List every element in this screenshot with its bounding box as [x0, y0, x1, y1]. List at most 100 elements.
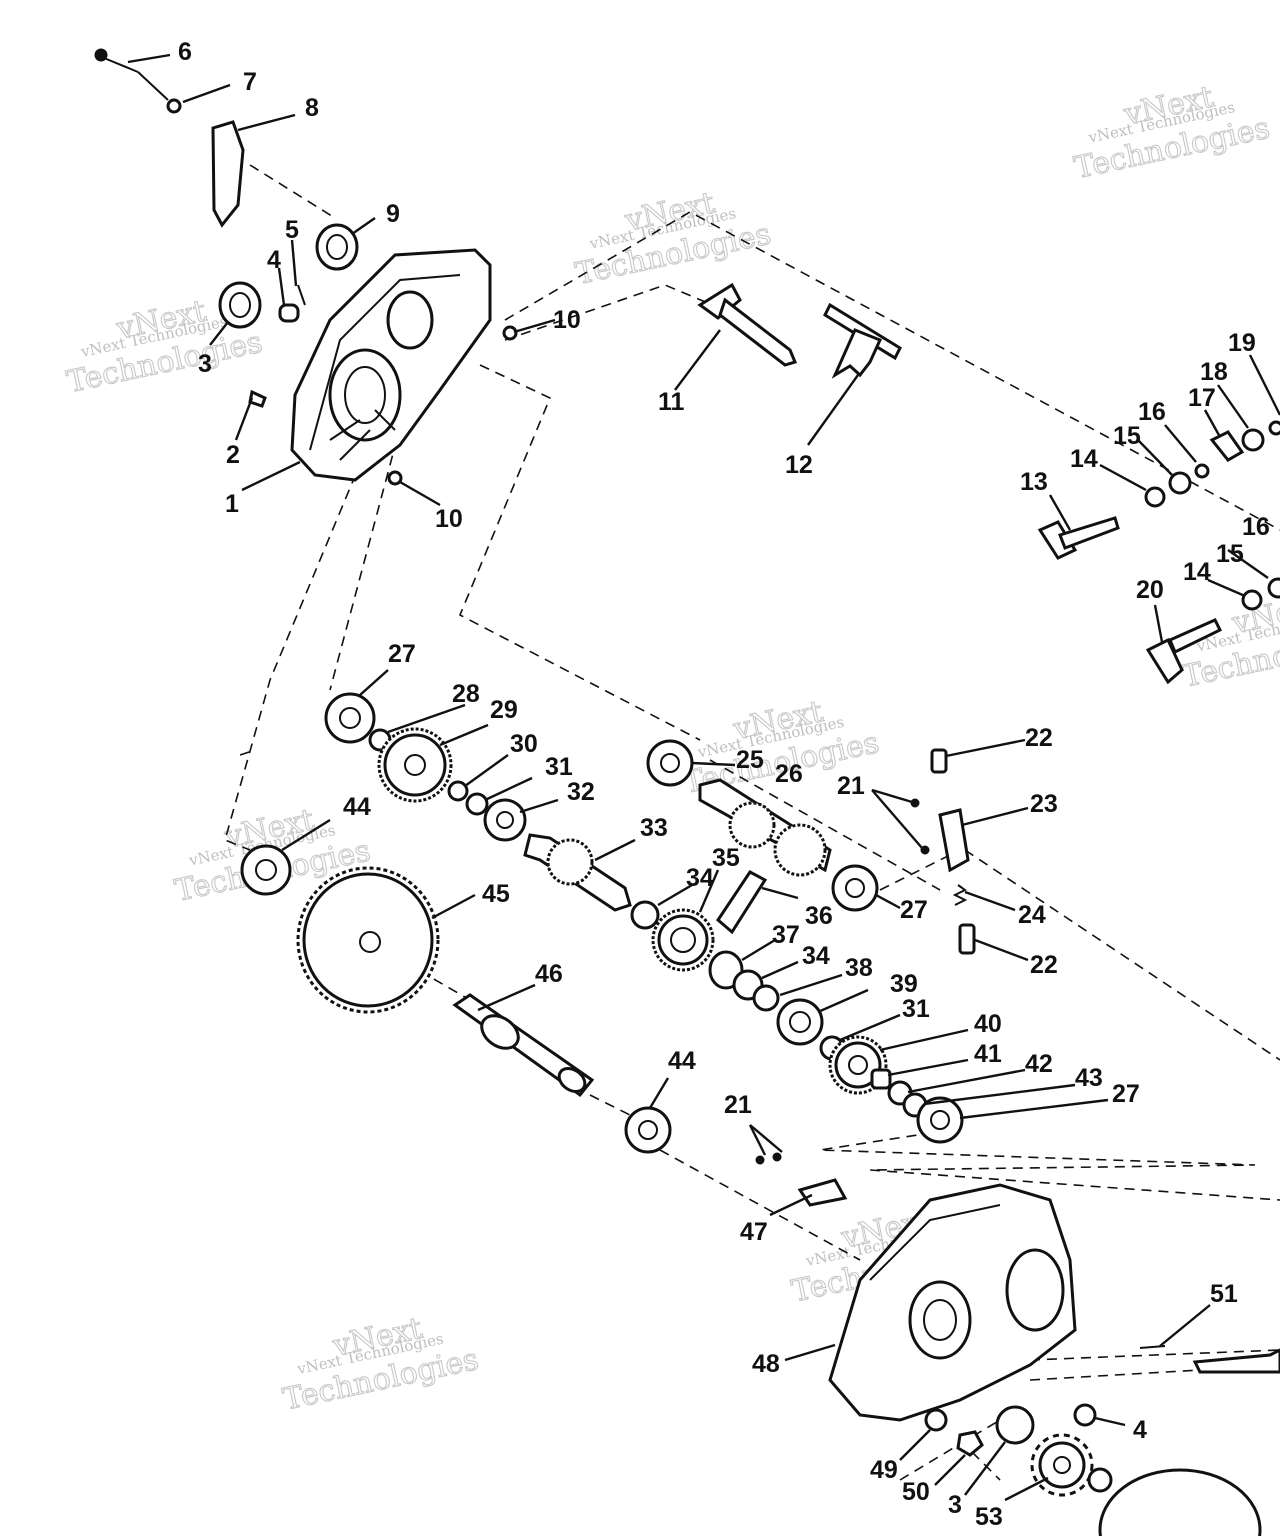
- ring-38: [752, 984, 780, 1012]
- callout-29: 29: [490, 696, 518, 724]
- washer-49: [924, 1408, 948, 1432]
- callout-19: 19: [1228, 329, 1256, 357]
- ring-30: [447, 780, 469, 802]
- callout-25: 25: [736, 746, 764, 774]
- callout-20: 20: [1136, 576, 1164, 604]
- watermark: vNext Technologies vNext Technologies: [1071, 79, 1274, 187]
- callout-27: 27: [1112, 1080, 1140, 1108]
- shaft-33: [523, 833, 632, 912]
- watermark: vNext Technologies vNext Technologies: [280, 1310, 483, 1418]
- needle-41: [870, 1068, 892, 1090]
- detent-plate-23: [938, 808, 970, 873]
- callout-18: 18: [1200, 358, 1228, 386]
- callout-47: 47: [740, 1218, 768, 1246]
- washer-7: [166, 98, 182, 114]
- bearing-27b: [831, 864, 879, 912]
- callout-34: 34: [686, 864, 714, 892]
- callout-15: 15: [1113, 422, 1141, 450]
- pin-21b: [920, 845, 930, 855]
- callout-10: 10: [435, 505, 463, 533]
- callout-21: 21: [837, 772, 865, 800]
- detent-22b: [958, 923, 976, 955]
- callout-51: 51: [1210, 1280, 1238, 1308]
- bearing-44a: [240, 844, 292, 896]
- washer-18: [1241, 428, 1265, 452]
- cluster-gear-26: [698, 778, 832, 877]
- clip-ring: [1087, 1467, 1113, 1493]
- ring-34a: [630, 900, 660, 930]
- bearing-27a: [324, 692, 376, 744]
- callout-28: 28: [452, 680, 480, 708]
- pin-21c: [755, 1155, 765, 1165]
- callout-22: 22: [1025, 724, 1053, 752]
- pin-21a: [910, 798, 920, 808]
- callout-16: 16: [1242, 513, 1270, 541]
- parts: [94, 48, 1280, 1536]
- callout-4: 4: [267, 246, 281, 274]
- callout-23: 23: [1030, 790, 1058, 818]
- gear-35: [651, 908, 715, 972]
- callout-40: 40: [974, 1010, 1002, 1038]
- callout-10: 10: [553, 306, 581, 334]
- callout-35: 35: [712, 844, 740, 872]
- callout-46: 46: [535, 960, 563, 988]
- callout-13: 13: [1020, 468, 1048, 496]
- watermark: vNext Technologies vNext Technologies: [572, 185, 775, 293]
- bracket-8: [211, 120, 245, 228]
- callout-45: 45: [482, 880, 510, 908]
- callout-49: 49: [870, 1456, 898, 1484]
- callout-15: 15: [1216, 540, 1244, 568]
- bearing-27c: [916, 1096, 964, 1144]
- needle-bearing-36: [716, 870, 768, 935]
- callout-50: 50: [902, 1478, 930, 1506]
- callout-9: 9: [386, 200, 400, 228]
- washer-19: [1268, 420, 1280, 436]
- lever-47: [797, 1178, 848, 1207]
- callout-30: 30: [510, 730, 538, 758]
- callout-43: 43: [1075, 1064, 1103, 1092]
- bearing-25: [646, 739, 694, 787]
- callout-27: 27: [388, 640, 416, 668]
- callout-39: 39: [890, 970, 918, 998]
- callout-33: 33: [640, 814, 668, 842]
- washer-14b: [1241, 589, 1263, 611]
- output-shaft-46: [452, 993, 595, 1098]
- nut-50: [956, 1430, 984, 1457]
- bolt-6: [94, 48, 169, 101]
- shift-fork-11: [697, 282, 798, 367]
- case-half-1: [290, 248, 492, 482]
- callout-44: 44: [343, 793, 371, 821]
- callout-3: 3: [198, 350, 212, 378]
- callout-31: 31: [545, 753, 573, 781]
- seal-3: [218, 281, 262, 329]
- pin-21d: [772, 1152, 782, 1162]
- callout-27: 27: [900, 896, 928, 924]
- bearing-44b: [624, 1106, 672, 1154]
- callout-53: 53: [975, 1503, 1003, 1531]
- callout-12: 12: [785, 451, 813, 479]
- callout-7: 7: [243, 68, 257, 96]
- shift-shaft-20: [1145, 618, 1223, 685]
- callout-48: 48: [752, 1350, 780, 1378]
- callout-34: 34: [802, 942, 830, 970]
- callout-38: 38: [845, 954, 873, 982]
- bearing-32: [483, 798, 527, 842]
- callout-21: 21: [724, 1091, 752, 1119]
- callout-14: 14: [1183, 558, 1211, 586]
- callout-24: 24: [1018, 901, 1046, 929]
- callout-2: 2: [226, 441, 240, 469]
- ring-31a: [465, 792, 489, 816]
- callout-5: 5: [285, 216, 299, 244]
- dowel-10-top: [502, 325, 518, 341]
- callout-11: 11: [658, 388, 685, 416]
- callout-36: 36: [805, 902, 833, 930]
- case-half-48: [828, 1183, 1077, 1422]
- callout-32: 32: [567, 778, 595, 806]
- callout-37: 37: [772, 921, 800, 949]
- callout-41: 41: [974, 1040, 1002, 1068]
- callout-numbers: 6 7 8 9 5 4 3 2 1 10 10 11 12 19 18 17 1…: [178, 38, 1270, 1531]
- shift-fork-12: [823, 302, 902, 379]
- callout-42: 42: [1025, 1050, 1053, 1078]
- pin-5: [297, 284, 306, 306]
